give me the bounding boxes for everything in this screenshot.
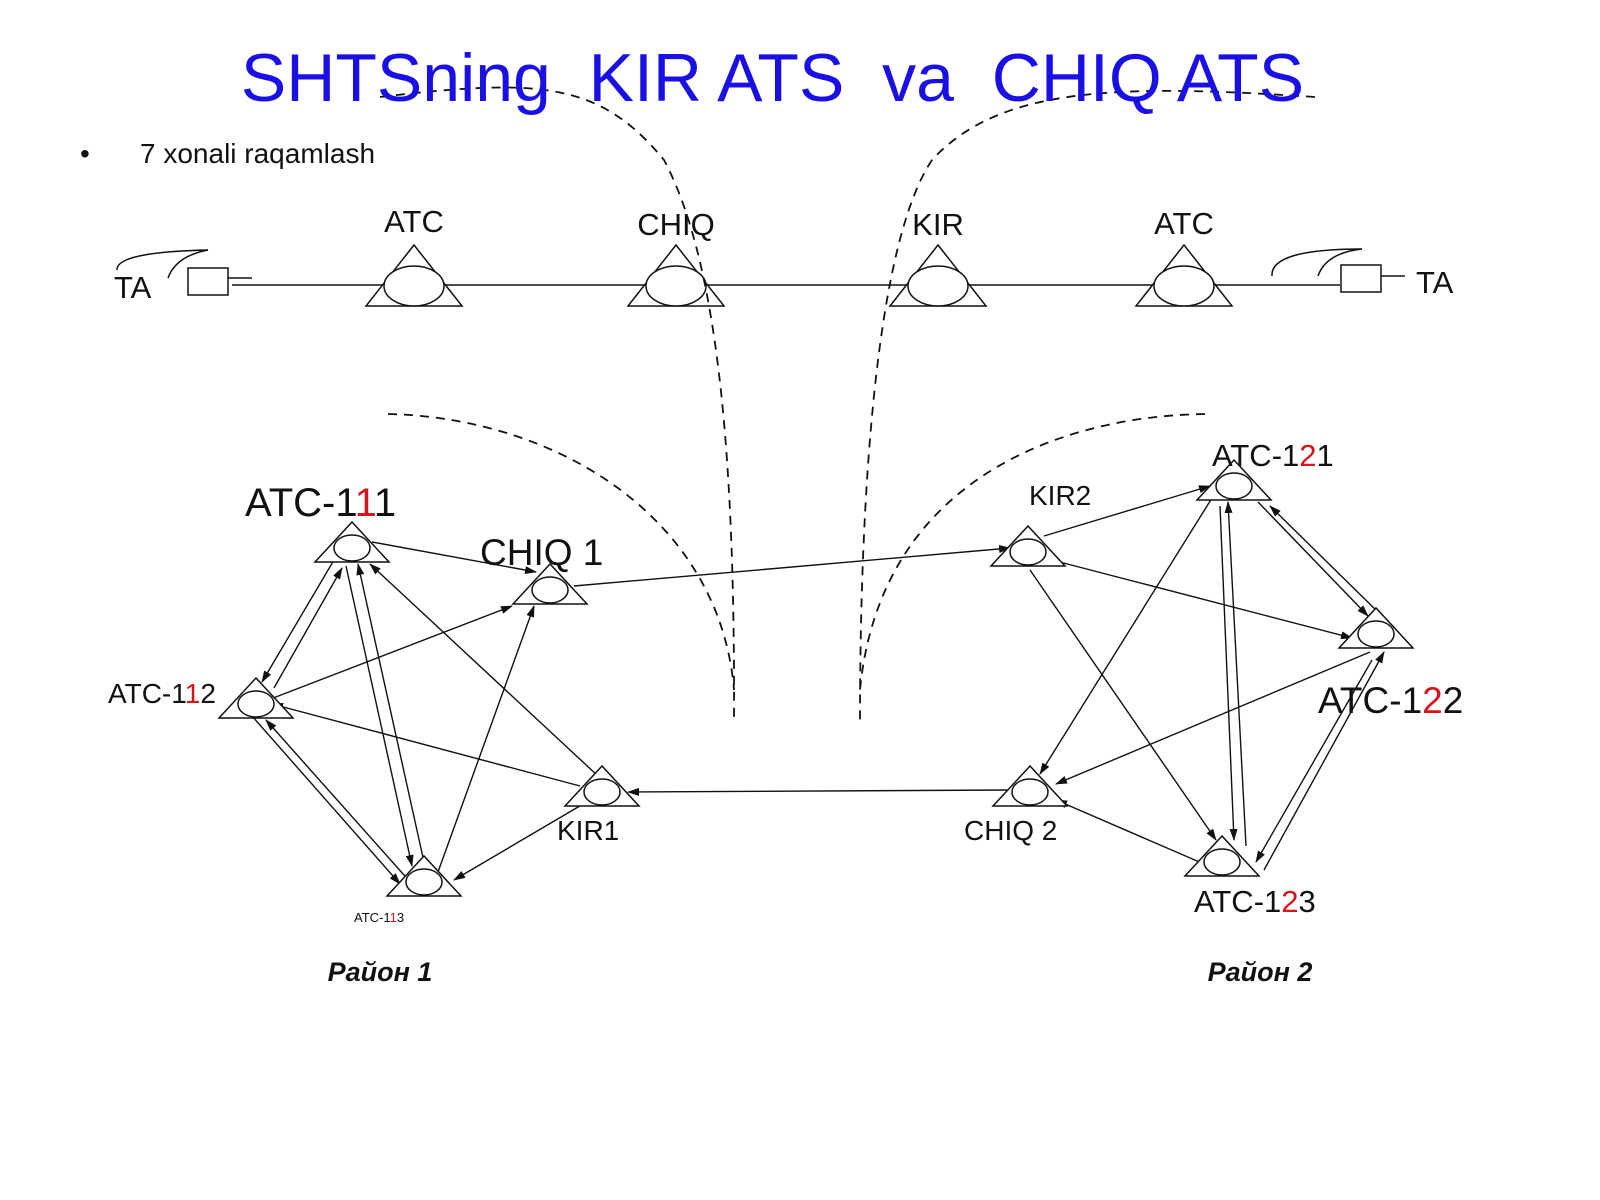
link-atc123-atc121 bbox=[1224, 501, 1247, 847]
node-atc112 bbox=[217, 676, 295, 719]
dashed-curve-kir-vertical bbox=[859, 89, 1316, 723]
dashed-curve-region1 bbox=[387, 413, 735, 691]
label-atc113: ATC-113 bbox=[354, 910, 404, 925]
network-links bbox=[251, 485, 1385, 885]
link-atc111-atc113 bbox=[345, 565, 414, 867]
node-chiq1 bbox=[511, 562, 589, 605]
region-2-caption: Район 2 bbox=[1208, 957, 1313, 987]
label-atc123: ATC-123 bbox=[1194, 884, 1316, 919]
link-atc112-atc113 bbox=[251, 715, 401, 885]
dashed-curve-chiq-vertical bbox=[379, 86, 735, 723]
node-atc-right bbox=[1134, 243, 1234, 307]
link-kir2-atc121 bbox=[1043, 485, 1211, 537]
link-atc111-atc112 bbox=[261, 559, 335, 683]
link-atc112-chiq1 bbox=[267, 605, 513, 701]
node-atc123 bbox=[1183, 834, 1261, 877]
link-kir1-atc111 bbox=[369, 563, 599, 777]
label-atc-left: ATC bbox=[384, 204, 444, 239]
node-atc-left bbox=[364, 243, 464, 307]
link-chiq1-kir2 bbox=[573, 544, 1011, 587]
link-atc123-atc122 bbox=[1263, 651, 1385, 871]
link-atc112-atc111 bbox=[273, 567, 343, 689]
link-atc113-chiq1 bbox=[437, 605, 535, 873]
label-kir: KIR bbox=[912, 207, 964, 242]
label-atc111: ATC-111 bbox=[245, 481, 396, 525]
label-kir2: KIR2 bbox=[1029, 480, 1091, 511]
label-atc122: ATC-122 bbox=[1318, 680, 1463, 721]
link-atc111-chiq1 bbox=[371, 541, 537, 574]
label-kir1: KIR1 bbox=[557, 815, 619, 846]
projection-curves bbox=[379, 86, 1316, 723]
link-atc121-atc122 bbox=[1257, 501, 1369, 617]
link-atc123-chiq2 bbox=[1055, 799, 1205, 865]
label-atc-right: ATC bbox=[1154, 206, 1214, 241]
telephone-icon-left bbox=[116, 249, 252, 296]
label-chiq1: CHIQ 1 bbox=[480, 532, 603, 573]
link-atc122-atc121 bbox=[1269, 505, 1381, 615]
slide-title: SHTSning KIR ATS va CHIQ ATS bbox=[240, 40, 1305, 116]
link-kir2-atc122 bbox=[1051, 559, 1353, 640]
network-labels: ATC-111 CHIQ 1 ATC-112 KIR1 ATC-113 KIR2… bbox=[108, 438, 1463, 925]
label-atc121: ATC-121 bbox=[1212, 438, 1334, 473]
bullet-marker: • bbox=[80, 138, 90, 169]
label-ta-right: TA bbox=[1416, 265, 1454, 300]
link-atc113-atc112 bbox=[265, 719, 413, 885]
node-atc111 bbox=[313, 520, 391, 563]
region-1-caption: Район 1 bbox=[328, 957, 433, 987]
network-nodes bbox=[217, 458, 1415, 897]
node-kir2 bbox=[989, 524, 1067, 567]
label-atc112: ATC-112 bbox=[108, 678, 216, 709]
node-atc113 bbox=[385, 854, 463, 897]
link-atc121-chiq2 bbox=[1039, 497, 1213, 775]
top-chain: TA TA ATC CHIQ KIR ATC bbox=[114, 204, 1454, 307]
link-atc122-chiq2 bbox=[1055, 651, 1371, 785]
telephone-icon-right bbox=[1271, 248, 1405, 293]
node-kir bbox=[888, 243, 988, 307]
link-atc113-atc111 bbox=[356, 563, 425, 863]
node-atc122 bbox=[1337, 606, 1415, 649]
label-chiq: CHIQ bbox=[637, 207, 715, 242]
node-kir1 bbox=[563, 764, 641, 807]
link-chiq2-kir1 bbox=[627, 787, 1011, 796]
label-ta-left: TA bbox=[114, 270, 152, 305]
link-kir1-atc113 bbox=[453, 799, 591, 881]
node-chiq2 bbox=[991, 764, 1069, 807]
link-atc122-atc123 bbox=[1255, 659, 1373, 863]
label-chiq2: CHIQ 2 bbox=[964, 815, 1057, 846]
dashed-curve-region2 bbox=[859, 413, 1206, 691]
link-atc121-atc123 bbox=[1219, 505, 1238, 841]
link-kir2-atc123 bbox=[1029, 569, 1217, 841]
node-chiq bbox=[626, 243, 726, 307]
bullet-text: 7 xonali raqamlash bbox=[140, 138, 376, 169]
link-kir1-atc112 bbox=[271, 702, 581, 787]
node-atc121 bbox=[1195, 458, 1273, 501]
